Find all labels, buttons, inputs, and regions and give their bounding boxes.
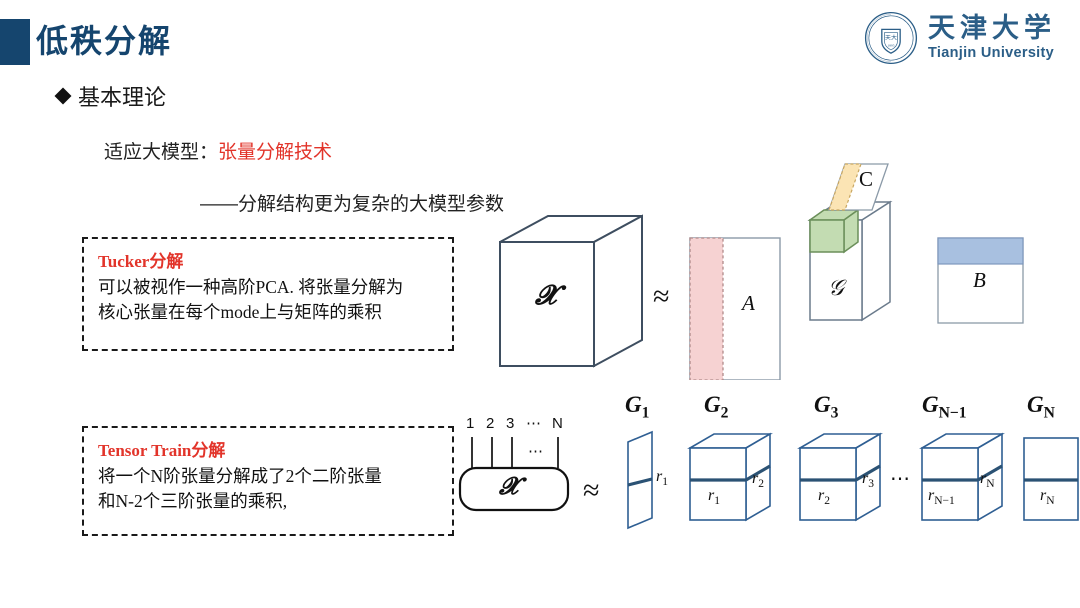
- tt-tensor-x-label: 𝓧: [499, 474, 519, 500]
- tensor-x-cube: [499, 214, 643, 368]
- tucker-figure-svg: [499, 163, 1024, 381]
- section-heading: 基本理论: [54, 80, 167, 112]
- tt-cores-ellipsis: ⋯: [890, 468, 912, 490]
- tt-core-g3-rank-edges: [800, 464, 881, 482]
- adapt-line: 适应大模型：张量分解技术: [104, 137, 332, 164]
- adapt-line-prefix: 适应大模型：: [104, 142, 219, 163]
- svg-text:1895: 1895: [888, 44, 895, 48]
- tucker-factor-b-label: B: [973, 268, 986, 292]
- note-box-tensor-train: Tensor Train分解 将一个N阶张量分解成了2个二阶张量 和N-2个三阶…: [82, 426, 454, 536]
- factor-matrix-a: [689, 237, 781, 381]
- diamond-bullet-icon: [54, 87, 72, 105]
- tt-core-g1: [627, 430, 653, 530]
- tt-tensor-legs: [471, 437, 559, 468]
- tt-core-label-gn: GN: [1027, 392, 1055, 422]
- note-body-tucker-line1: 可以被视作一种高阶PCA. 将张量分解为: [98, 277, 404, 297]
- note-body-tt-line2: 和N-2个三阶张量的乘积,: [98, 491, 288, 512]
- tt-leg-inner-ellipsis: ⋯: [528, 443, 543, 460]
- tt-core-gn1-rank-edges: [922, 464, 1003, 482]
- factor-matrix-c: [828, 163, 889, 211]
- logo-name-cn: 天津大学: [928, 13, 1056, 44]
- tt-leg-label-n: N: [552, 415, 563, 432]
- tensor-train-figure-svg: [458, 430, 1079, 530]
- tt-core-g2-rank-edges: [690, 464, 771, 482]
- tt-tensor-x-node: [458, 466, 570, 512]
- tt-leg-label-3: 3: [506, 415, 515, 432]
- adapt-line-highlight: 张量分解技术: [218, 142, 333, 163]
- tt-leg-label-1: 1: [466, 415, 475, 432]
- tt-rank-label-r2-right: r2: [752, 470, 764, 491]
- tt-leg-label-2: 2: [486, 415, 495, 432]
- university-logo: 天大 1895 天津大学 Tianjin University: [864, 10, 1056, 66]
- tt-leg-label-ellipsis: ⋯: [526, 415, 541, 432]
- tt-rank-label-r2-inside: r2: [818, 487, 830, 508]
- subtitle-line: ——分解结构更为复杂的大模型参数: [200, 194, 505, 215]
- tt-rank-label-rn1-inside: rN−1: [928, 487, 955, 508]
- note-heading-tensor-train: Tensor Train分解: [98, 441, 226, 460]
- note-box-tucker: Tucker分解 可以被视作一种高阶PCA. 将张量分解为 核心张量在每个mod…: [82, 237, 454, 351]
- tt-core-label-g2: G2: [704, 392, 729, 422]
- tt-approx-symbol: ≈: [583, 474, 600, 507]
- tt-core-label-g1: G1: [625, 392, 650, 422]
- tt-rank-label-rn-inside: rN: [1040, 487, 1055, 508]
- logo-name-en: Tianjin University: [928, 45, 1055, 62]
- tucker-factor-a-label: A: [742, 291, 755, 315]
- tucker-approx-symbol: ≈: [653, 280, 670, 313]
- tt-core-gn1: [919, 432, 1005, 522]
- svg-text:天大: 天大: [885, 34, 897, 42]
- tianjin-university-seal-icon: 天大 1895: [864, 11, 918, 65]
- tucker-factor-c-label: C: [859, 167, 874, 191]
- tucker-tensor-x-label: 𝓧: [535, 280, 557, 310]
- title-accent-marker: [0, 19, 30, 65]
- tt-rank-label-r1-inside: r1: [708, 487, 720, 508]
- tt-core-g2: [687, 432, 773, 522]
- logo-text-block: 天津大学 Tianjin University: [928, 15, 1056, 61]
- factor-matrix-b: [937, 237, 1024, 324]
- tt-core-label-g3: G3: [814, 392, 839, 422]
- tensor-train-figure: 1 2 3 ⋯ N ⋯ 𝓧 ≈ G1 G2 G3 GN−1 GN r1 r1: [452, 390, 1080, 555]
- section-heading-label: 基本理论: [78, 85, 167, 110]
- note-heading-tucker: Tucker分解: [98, 252, 184, 271]
- note-body-tucker-line2: 核心张量在每个mode上与矩阵的乘积: [98, 302, 382, 323]
- tucker-decomposition-figure: 𝓧 ≈ A 𝒢 B C: [490, 150, 1080, 381]
- tt-rank-label-r1-right: r1: [656, 468, 668, 489]
- page-title: 低秩分解: [36, 23, 173, 59]
- tucker-core-g-label: 𝒢: [828, 275, 844, 300]
- core-subcube-highlight: [807, 208, 861, 254]
- tt-rank-label-rn-right: rN: [980, 470, 995, 491]
- tt-core-label-gn1: GN−1: [922, 392, 967, 422]
- tt-core-g1-rank-edge: [627, 477, 653, 487]
- tt-rank-label-r3-right: r3: [862, 470, 874, 491]
- tt-core-g3: [797, 432, 883, 522]
- note-body-tt-line1: 将一个N阶张量分解成了2个二阶张量: [98, 466, 382, 486]
